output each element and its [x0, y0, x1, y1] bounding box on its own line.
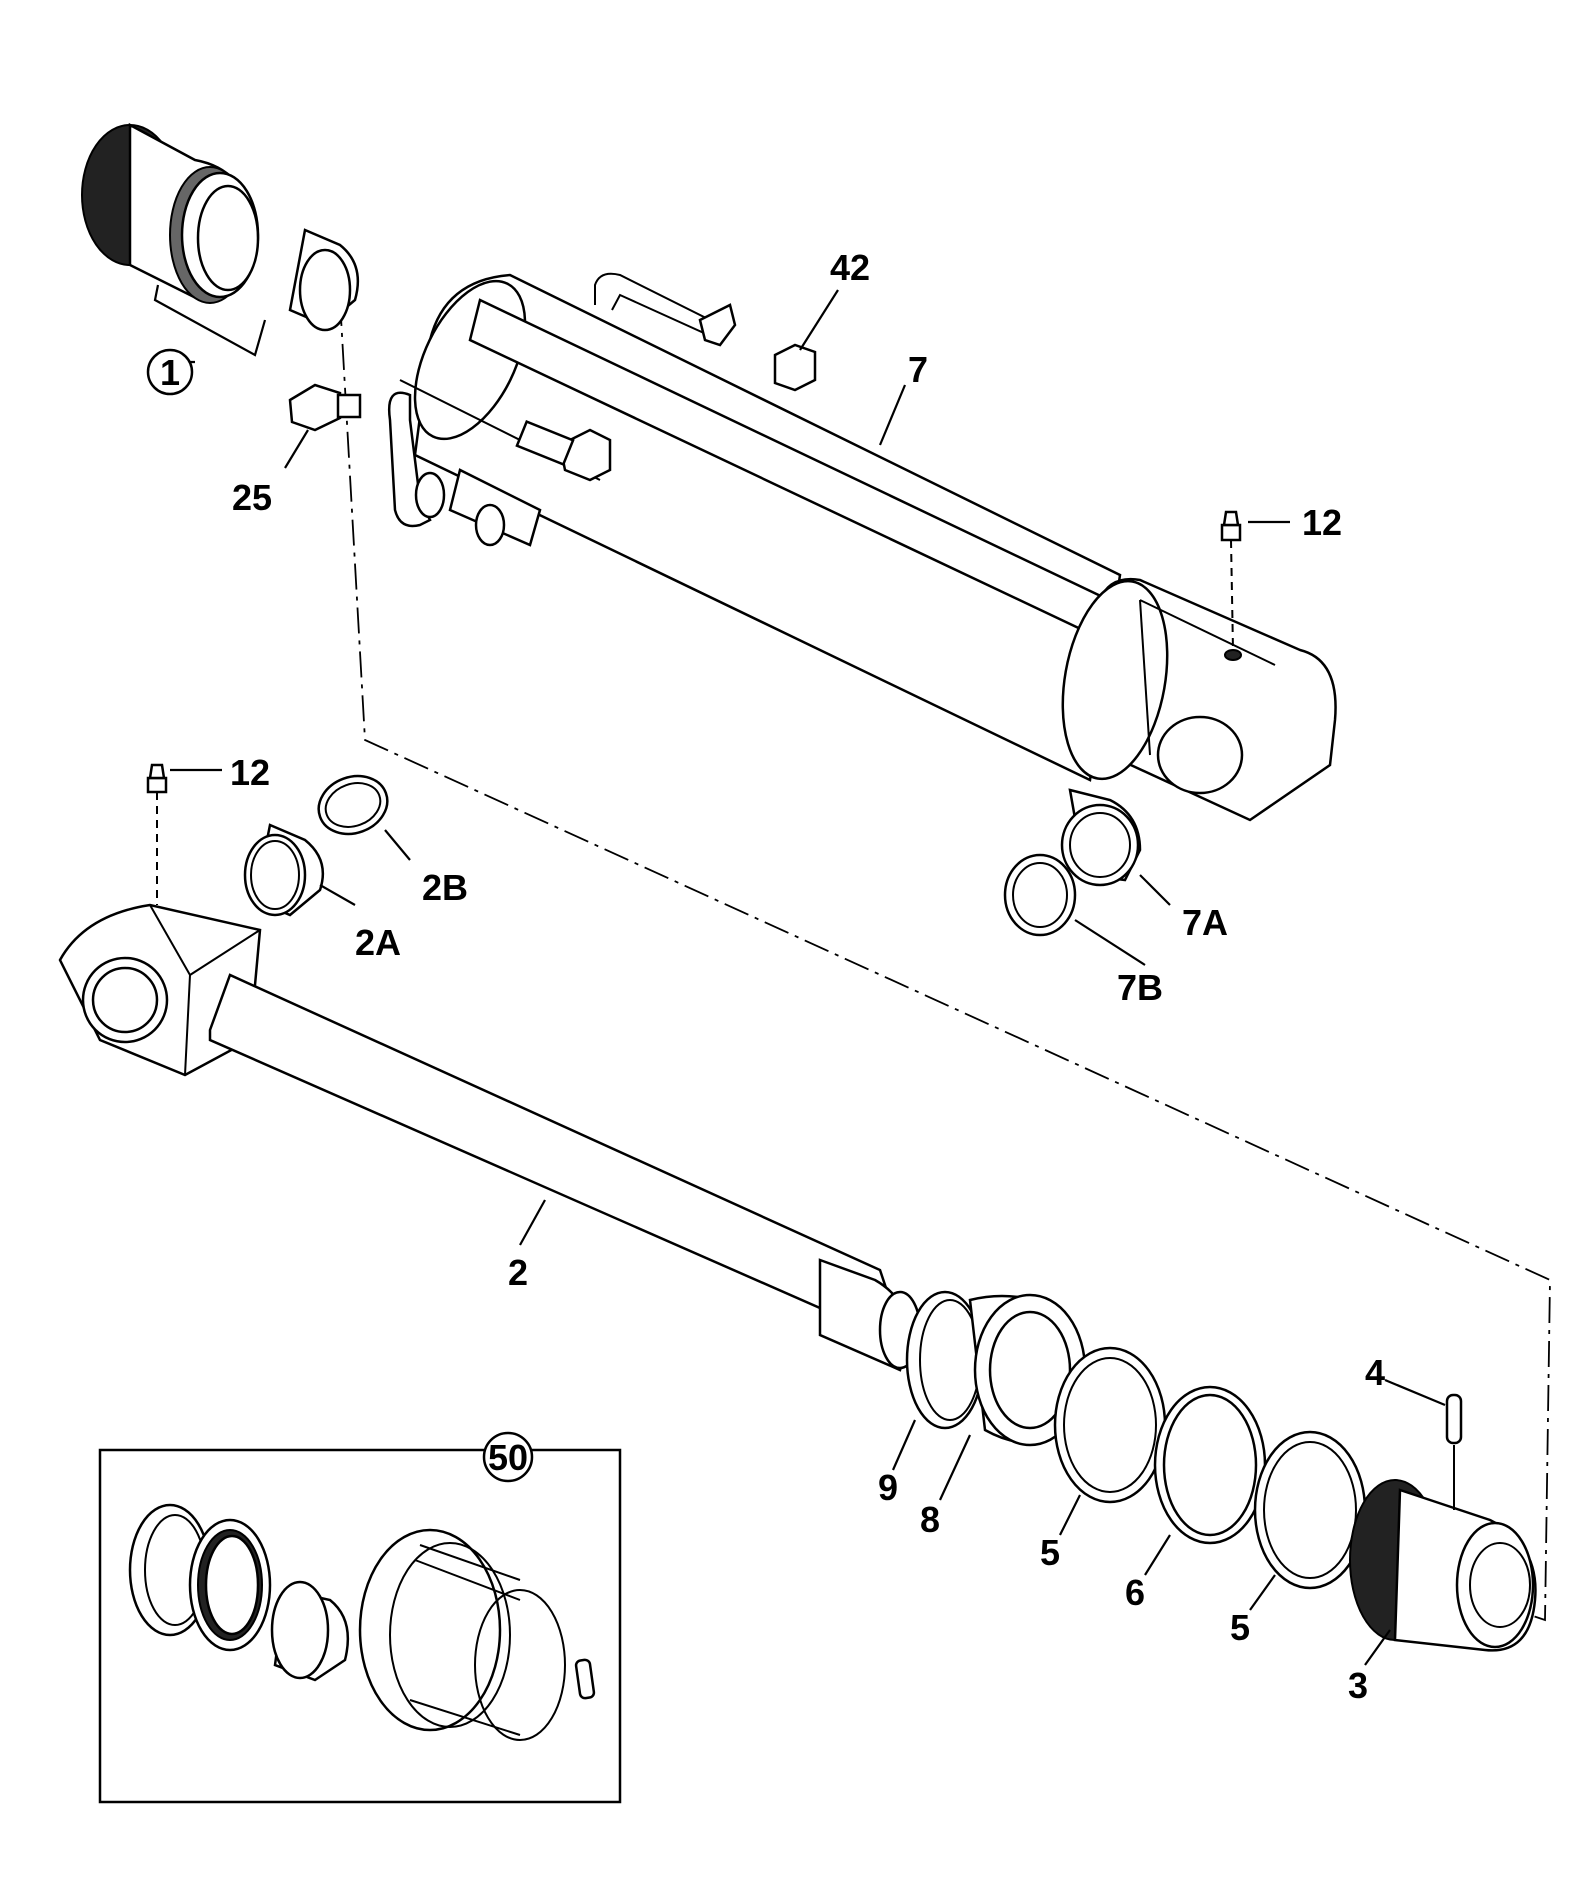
callout-7B: 7B: [1117, 967, 1163, 1008]
seal-kit-50-inset: [98, 1448, 622, 1804]
leader-lines: [153, 284, 1446, 1666]
callout-labels: 1 50 42 7 25 12 12 2B 2A 7A 7B 2 4 9 8 5…: [146, 247, 1385, 1706]
seal-7B: [1003, 853, 1077, 937]
callout-12-rod: 12: [230, 752, 270, 793]
ring-5-front: [1053, 1346, 1167, 1504]
callout-4: 4: [1365, 1352, 1385, 1393]
piston-bushing: [288, 228, 360, 332]
callout-6: 6: [1125, 1572, 1145, 1613]
pin-4: [1445, 1393, 1463, 1510]
callout-2: 2: [508, 1252, 528, 1293]
bearing-2A: [243, 823, 325, 917]
piston-rod: [58, 903, 922, 1372]
ring-5-rear: [1253, 1430, 1367, 1590]
callout-7: 7: [908, 349, 928, 390]
cylinder-barrel: [387, 272, 1337, 822]
seal-6: [1153, 1385, 1267, 1545]
callout-9: 9: [878, 1467, 898, 1508]
callout-8: 8: [920, 1499, 940, 1540]
grease-fitting-12-rod: [146, 763, 168, 905]
callout-42: 42: [830, 247, 870, 288]
callout-25: 25: [232, 477, 272, 518]
head-3: [1349, 1479, 1537, 1652]
callout-50: 50: [488, 1437, 528, 1478]
piston-1: [81, 122, 260, 304]
grease-fitting-12-top: [1220, 510, 1242, 651]
fitting-42: [698, 303, 817, 392]
callout-5-front: 5: [1040, 1532, 1060, 1573]
fitting-25: [288, 383, 362, 432]
seal-2B: [317, 774, 389, 836]
callout-3: 3: [1348, 1665, 1368, 1706]
callout-2A: 2A: [355, 922, 401, 963]
callout-12-top: 12: [1302, 502, 1342, 543]
callout-2B: 2B: [422, 867, 468, 908]
callout-1: 1: [160, 352, 180, 393]
assembly-centerline: [339, 299, 1551, 1622]
callout-7A: 7A: [1182, 902, 1228, 943]
bearing-7A: [1060, 788, 1142, 887]
callout-5-rear: 5: [1230, 1607, 1250, 1648]
